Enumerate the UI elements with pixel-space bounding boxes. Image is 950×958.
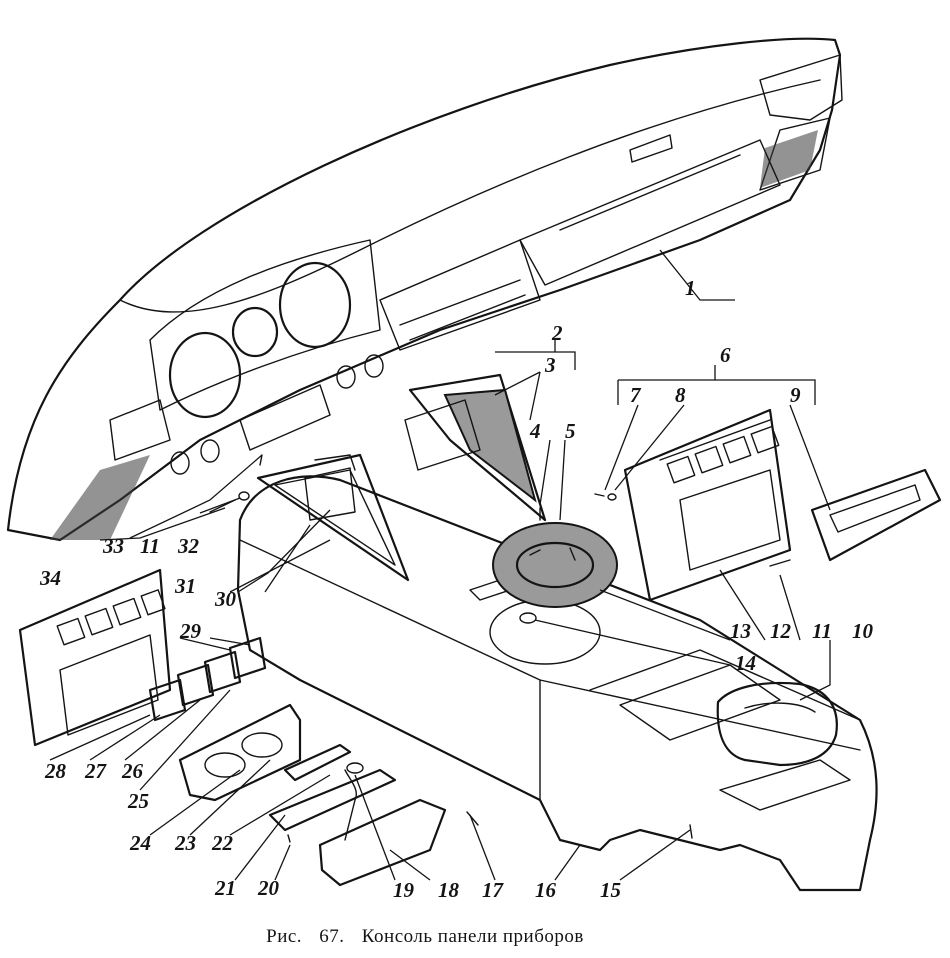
leader-lines [49,249,831,881]
label-10: 10 [852,619,874,643]
label-17: 17 [482,878,505,902]
switch-panel-part-34 [18,568,172,747]
label-21: 21 [214,876,236,900]
label-22: 22 [211,831,234,855]
label-16: 16 [535,878,557,902]
label-13: 13 [730,619,751,643]
label-28: 28 [44,759,67,783]
label-23: 23 [174,831,196,855]
label-8: 8 [675,383,686,407]
figure-caption: Рис. 67. Консоль панели приборов [0,926,850,948]
side-panel-parts-2-3 [404,373,547,522]
label-32: 32 [177,534,200,558]
caption-prefix: Рис. [266,926,303,947]
label-34: 34 [39,566,61,590]
label-14: 14 [735,651,756,675]
label-5: 5 [565,419,576,443]
label-19: 19 [393,878,415,902]
label-24: 24 [129,831,151,855]
label-4: 4 [529,419,541,443]
label-30: 30 [214,587,237,611]
shifter-ring-part-5 [492,522,618,624]
bracket-parts-22-24 [178,703,352,802]
caption-number: 67. [319,926,345,947]
label-11-right: 11 [812,619,832,643]
label-31: 31 [174,574,196,598]
label-11-left: 11 [140,534,160,558]
label-25: 25 [127,789,149,813]
caption-title: Консоль панели приборов [361,926,584,947]
label-33: 33 [102,534,124,558]
label-12: 12 [770,619,792,643]
label-26: 26 [121,759,144,783]
label-2: 2 [551,321,563,345]
label-18: 18 [438,878,460,902]
label-6: 6 [720,343,731,367]
side-panel-parts-30-31 [256,453,410,582]
label-20: 20 [257,876,280,900]
label-15: 15 [600,878,621,902]
label-7: 7 [630,383,642,407]
label-29: 29 [179,619,202,643]
switch-panel-part-6 [623,408,792,602]
label-27: 27 [84,759,108,783]
fasteners [209,454,791,843]
switches-part-29 [148,636,267,722]
label-9: 9 [790,383,801,407]
ashtray-part-9 [810,468,942,562]
instrument-panel-part-1 [6,37,843,542]
bracket-parts-18-19 [268,762,447,887]
console-body-part-16 [236,475,878,892]
armrest-lid-part-10 [716,681,838,767]
label-1: 1 [685,276,696,300]
label-3: 3 [544,353,556,377]
reference-numbers: 1 2 3 4 5 6 7 8 9 10 11 12 13 14 15 16 1… [39,276,874,902]
